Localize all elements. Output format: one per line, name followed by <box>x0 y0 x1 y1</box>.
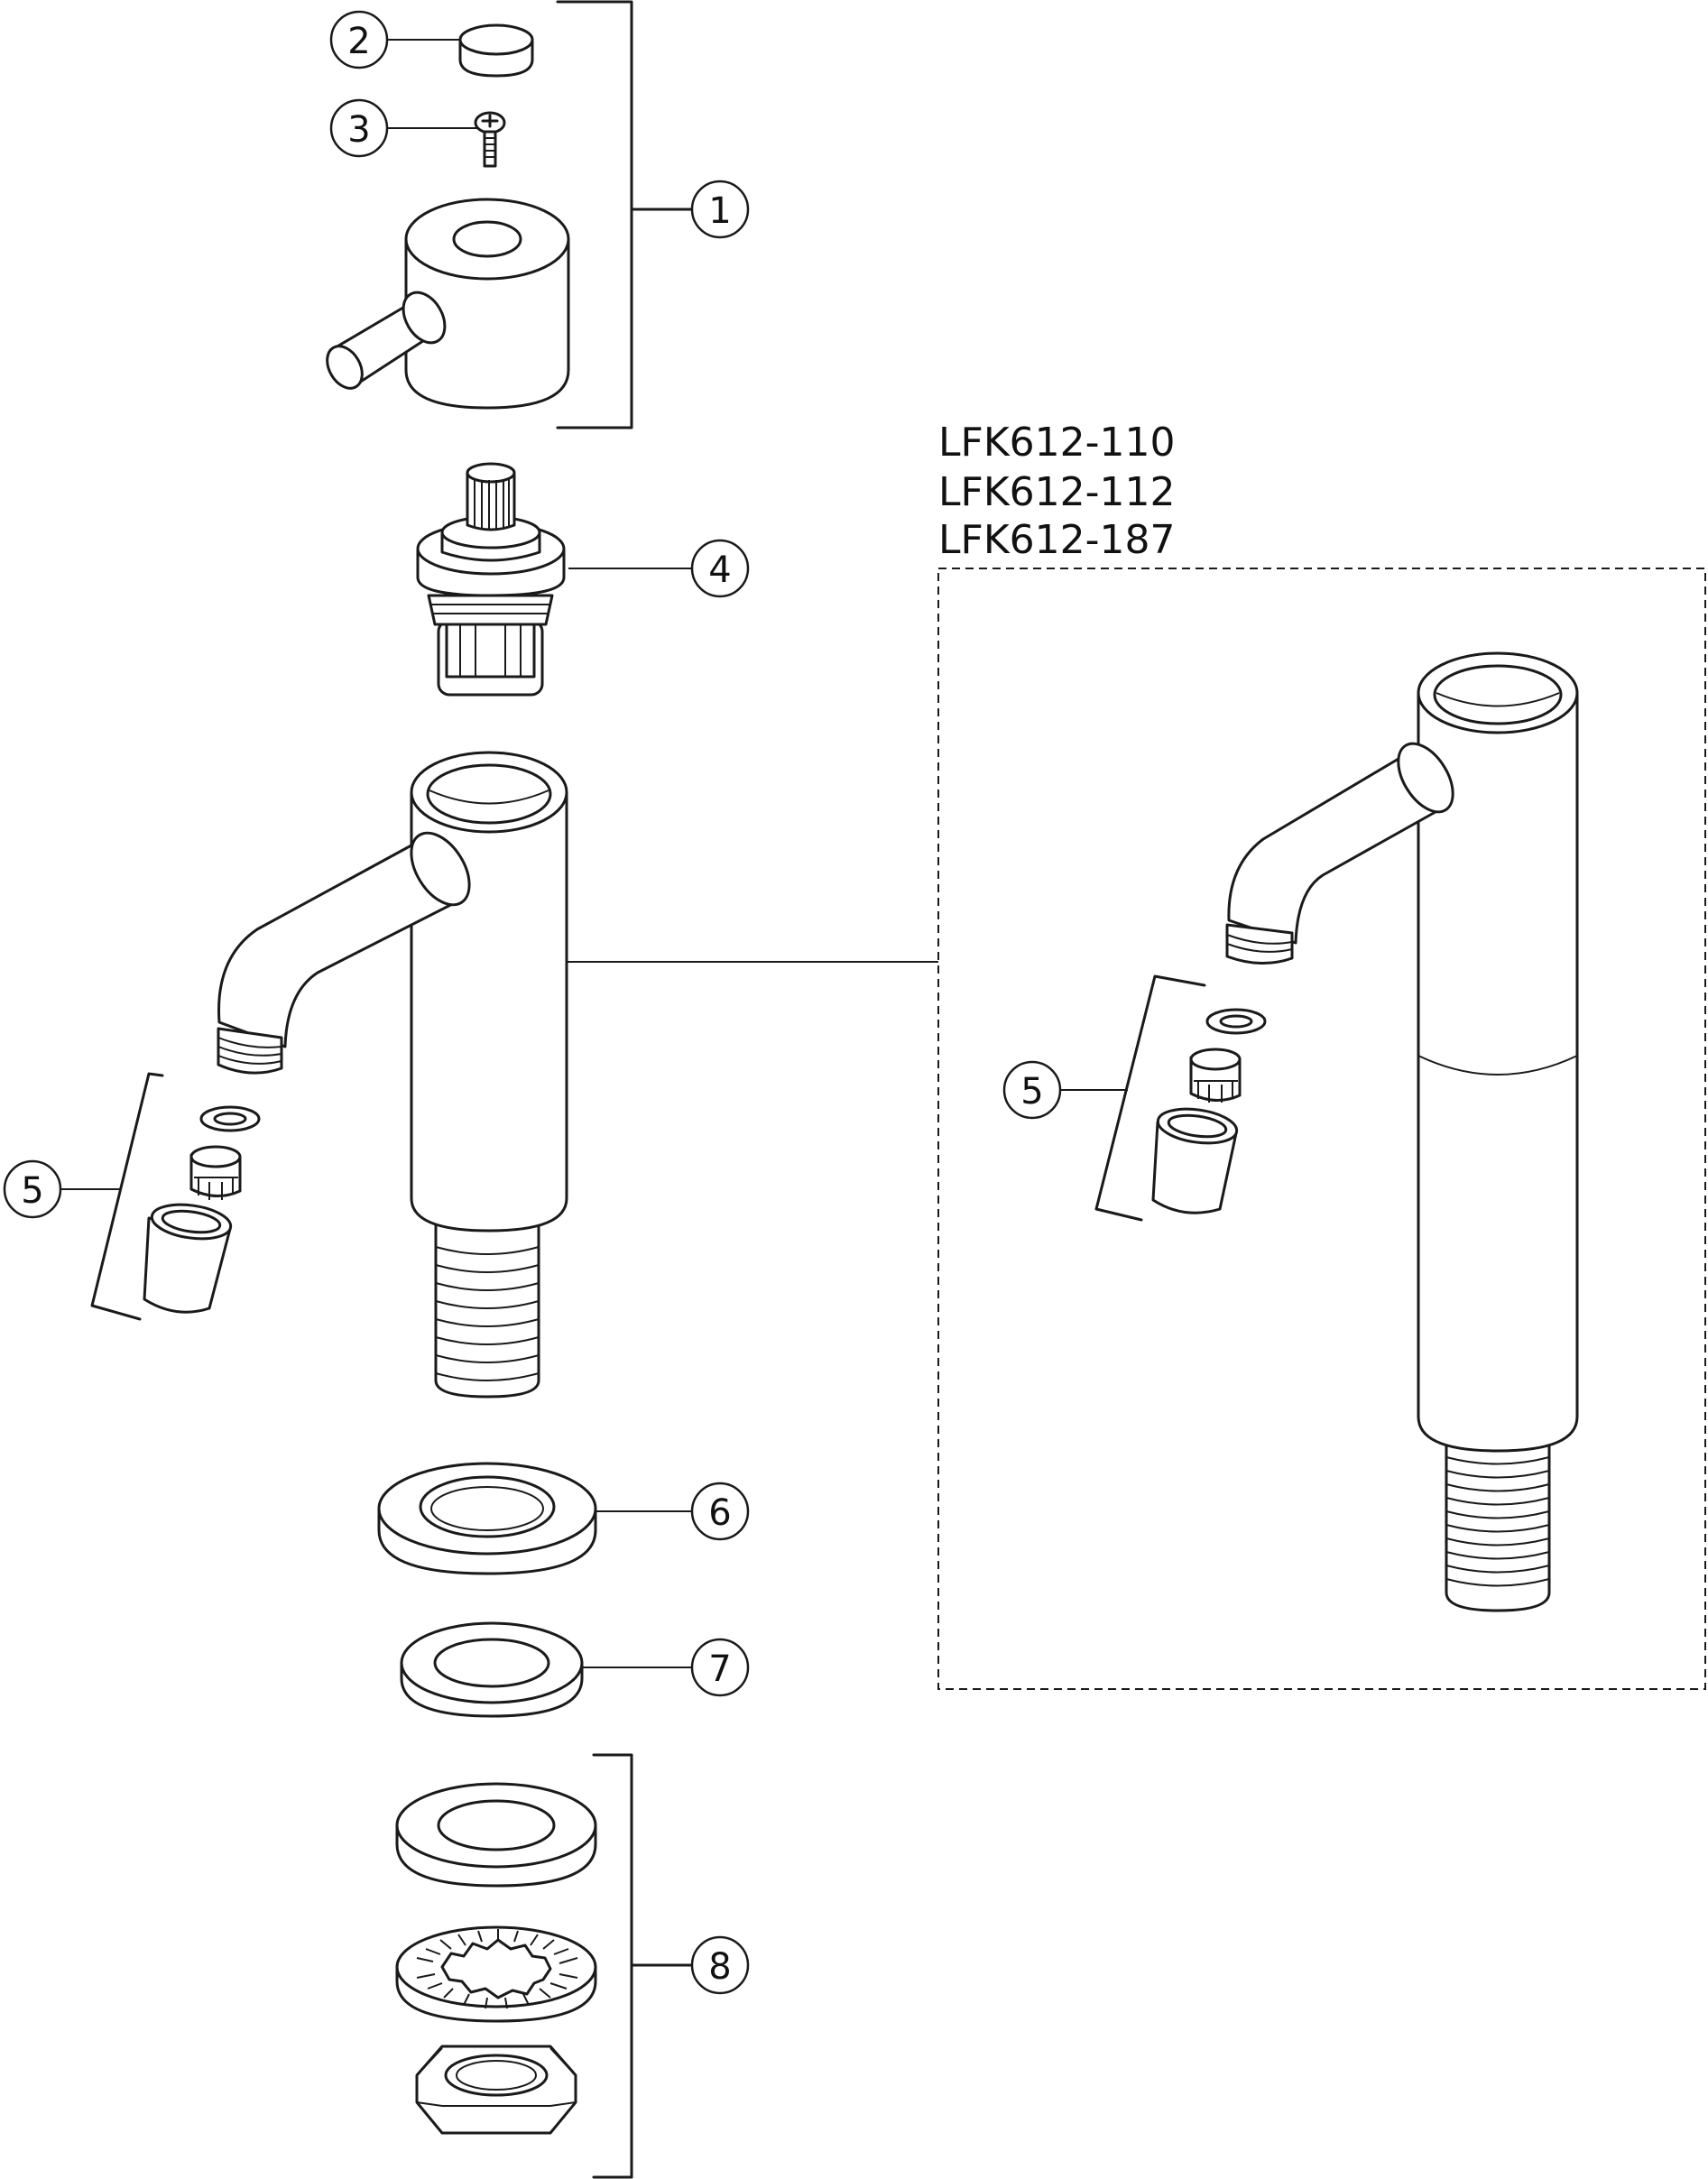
callout-3-label: 3 <box>347 109 370 151</box>
callout-5-left-label: 5 <box>21 1170 43 1212</box>
aerator-set-left <box>90 1072 261 1321</box>
model-list: LFK612-110 LFK612-112 LFK612-187 <box>938 420 1176 563</box>
faucet-body-tall <box>1225 651 1579 1612</box>
model-number-1: LFK612-110 <box>938 420 1176 466</box>
part-gasket <box>400 1621 584 1718</box>
part-washer <box>377 1462 597 1575</box>
part-screw <box>474 111 506 168</box>
callout-7: 7 <box>690 1638 750 1697</box>
callout-4: 4 <box>690 539 750 598</box>
aerator-set-right <box>1094 974 1267 1222</box>
callout-5-left: 5 <box>3 1159 62 1219</box>
callout-5-right: 5 <box>1002 1060 1062 1120</box>
faucet-body <box>217 751 568 1399</box>
model-number-2: LFK612-112 <box>938 469 1176 515</box>
callout-1: 1 <box>690 180 750 239</box>
part-mount-set <box>395 1782 597 2135</box>
callout-1-label: 1 <box>708 190 731 232</box>
callout-8: 8 <box>690 1935 750 1995</box>
callout-6-label: 6 <box>708 1492 731 1534</box>
callout-5-right-label: 5 <box>1020 1071 1043 1113</box>
part-cartridge <box>416 462 566 697</box>
callout-6: 6 <box>690 1482 750 1541</box>
callout-4-label: 4 <box>708 549 731 591</box>
alt-model-box <box>937 568 1706 1690</box>
model-number-3: LFK612-187 <box>938 517 1176 563</box>
part-cap <box>458 23 534 78</box>
callout-2-label: 2 <box>347 21 370 62</box>
part-handle <box>326 198 570 410</box>
callout-8-label: 8 <box>708 1946 731 1988</box>
callout-2: 2 <box>329 10 389 69</box>
callout-7-label: 7 <box>708 1648 731 1690</box>
callout-3: 3 <box>329 98 389 158</box>
leader-lines <box>54 0 1128 2179</box>
